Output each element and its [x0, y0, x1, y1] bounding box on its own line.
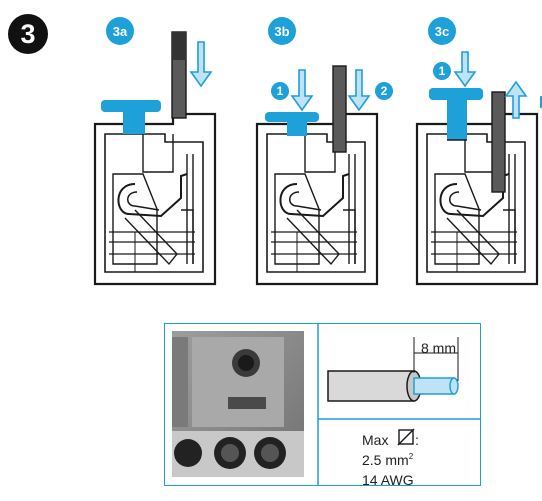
wire-spec-graphics [172, 323, 481, 486]
wire-icon [332, 65, 347, 153]
release-button-icon [101, 100, 161, 112]
strip-length-label: 8 mm [421, 340, 456, 356]
cross-section-exponent: 2 [408, 452, 414, 461]
wire-spec-table [164, 323, 481, 486]
arrow-up-icon [504, 80, 528, 119]
cross-section-value: 2.5 mm2 [362, 452, 413, 468]
arrow-down-icon [290, 69, 371, 112]
wire-icon [491, 91, 506, 193]
awg-value: 14 AWG [362, 472, 414, 488]
diagram-3c [415, 88, 539, 286]
step-marker-1-badge: 1 [433, 62, 451, 80]
cross-section-number: 2.5 mm [362, 452, 409, 468]
substep-3c-badge: 3c [428, 17, 456, 45]
diagram-3a [93, 100, 217, 286]
arrow-down-icon [453, 51, 477, 88]
substep-3a-badge: 3a [106, 17, 134, 45]
terminal-photo [172, 331, 304, 477]
max-label: Max [362, 432, 389, 448]
substep-3b-badge: 3b [268, 17, 296, 45]
step-marker-1-badge: 1 [271, 82, 289, 100]
diagram-3b [255, 112, 379, 286]
max-suffix: : [415, 432, 419, 448]
arrow-down-icon [189, 41, 213, 88]
release-button-icon [429, 88, 483, 100]
release-button-icon [265, 112, 319, 122]
diameter-icon [397, 428, 415, 446]
step-marker-2-badge: 2 [375, 82, 393, 100]
step-number-badge: 3 [8, 14, 48, 54]
stripped-wire-icon [327, 370, 459, 402]
